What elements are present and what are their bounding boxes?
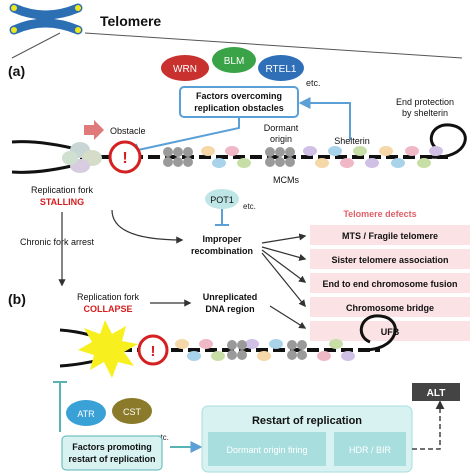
pot1-label: POT1 xyxy=(210,195,234,205)
stall-to-recombination-arrow xyxy=(111,209,184,244)
pot1-etc: etc. xyxy=(243,202,256,211)
shelterin-label: Shelterin xyxy=(334,136,370,146)
unreplicated-line2: DNA region xyxy=(205,304,254,314)
panel-b-label: (b) xyxy=(8,291,26,307)
rtel1-label: RTEL1 xyxy=(266,64,297,75)
page-title: Telomere xyxy=(100,13,161,29)
recombination-to-defect-arrows xyxy=(261,233,307,308)
atr-label: ATR xyxy=(77,409,95,419)
promoting-etc: etc. xyxy=(156,433,169,442)
alt-box xyxy=(412,383,460,401)
collapse-mark xyxy=(137,334,169,366)
mcm-cluster-1 xyxy=(163,147,193,167)
dormant-origin-line2: origin xyxy=(270,134,292,144)
obstacle-label: Obstacle xyxy=(110,126,146,136)
zoom-line-left xyxy=(11,32,61,59)
defect-item: Sister telomere association xyxy=(331,255,448,265)
defect-list: MTS / Fragile telomere Sister telomere a… xyxy=(310,225,470,341)
fork-strand-top xyxy=(11,140,81,152)
shelterin-proteins-b xyxy=(175,339,355,361)
dormant-firing-box xyxy=(208,432,326,466)
dormant-firing-label: Dormant origin firing xyxy=(226,445,307,455)
factors-overcoming-line2: replication obstacles xyxy=(194,103,284,113)
promoting-factors-box xyxy=(61,435,163,471)
collapse-burst xyxy=(78,320,138,378)
rtel1-oval xyxy=(258,55,304,81)
shelterin-proteins xyxy=(201,146,443,168)
mcm-cluster-b2 xyxy=(287,340,307,360)
factors-inhibit-line xyxy=(137,117,240,151)
hdr-bir-box xyxy=(334,432,406,466)
cst-label: CST xyxy=(123,407,142,417)
fork-strand-bottom xyxy=(11,162,81,174)
mcm-cluster-b1 xyxy=(227,340,247,360)
restart-replication-title: Restart of replication xyxy=(252,415,362,427)
factors-overcoming-line1: Factors overcoming xyxy=(196,91,282,101)
fork-collapse-line2: COLLAPSE xyxy=(83,304,132,314)
mcms-label: MCMs xyxy=(273,175,299,185)
wrn-oval xyxy=(161,55,209,81)
obstacle-pointer-arrow xyxy=(84,120,104,140)
panel-a-label: (a) xyxy=(8,63,25,79)
defect-item: Chromosome bridge xyxy=(346,303,434,313)
mcm-cluster-2 xyxy=(265,147,295,167)
telomere-defects-title: Telomere defects xyxy=(343,209,416,219)
pot1-oval xyxy=(205,189,239,209)
replisome-complex xyxy=(62,142,102,173)
t-loop-b xyxy=(359,314,397,352)
improper-line1: Improper xyxy=(202,234,242,244)
fork-collapse-line1: Replication fork xyxy=(77,292,140,302)
dormant-origin-line1: Dormant xyxy=(264,123,299,133)
hdr-to-alt-arrow xyxy=(412,400,445,450)
chromosome-icon xyxy=(9,3,83,35)
blm-label: BLM xyxy=(224,56,245,67)
defect-item: End to end chromosome fusion xyxy=(322,279,457,289)
alt-label: ALT xyxy=(427,388,446,399)
end-protection-line2: by shelterin xyxy=(402,108,448,118)
t-loop xyxy=(429,123,467,159)
unreplicated-to-ufb-arrow xyxy=(269,305,307,329)
wrn-label: WRN xyxy=(173,64,197,75)
chronic-fork-arrest-label: Chronic fork arrest xyxy=(20,237,95,247)
promoting-factors-line1: Factors promoting xyxy=(72,442,152,452)
collapse-exclamation: ! xyxy=(151,343,156,360)
hdr-bir-label: HDR / BIR xyxy=(349,445,392,455)
blm-oval xyxy=(212,47,256,73)
stalling-exclamation: ! xyxy=(122,150,127,167)
shelterin-recruit-arrow xyxy=(298,97,351,140)
promoting-factors-line2: restart of replication xyxy=(68,454,155,464)
fork-stalling-line1: Replication fork xyxy=(31,185,94,195)
zoom-line-right xyxy=(84,32,463,59)
defect-item: UFB xyxy=(381,327,400,337)
stalling-mark xyxy=(108,140,142,174)
defect-item: MTS / Fragile telomere xyxy=(342,231,438,241)
unreplicated-line1: Unreplicated xyxy=(203,292,258,302)
helicase-etc: etc. xyxy=(306,78,321,88)
cst-oval xyxy=(112,398,152,424)
helicase-group: WRN BLM RTEL1 etc. xyxy=(161,47,321,88)
improper-line2: recombination xyxy=(191,246,253,256)
fork-stalling-line2: STALLING xyxy=(40,197,84,207)
end-protection-line1: End protection xyxy=(396,97,454,107)
atr-oval xyxy=(66,400,106,426)
